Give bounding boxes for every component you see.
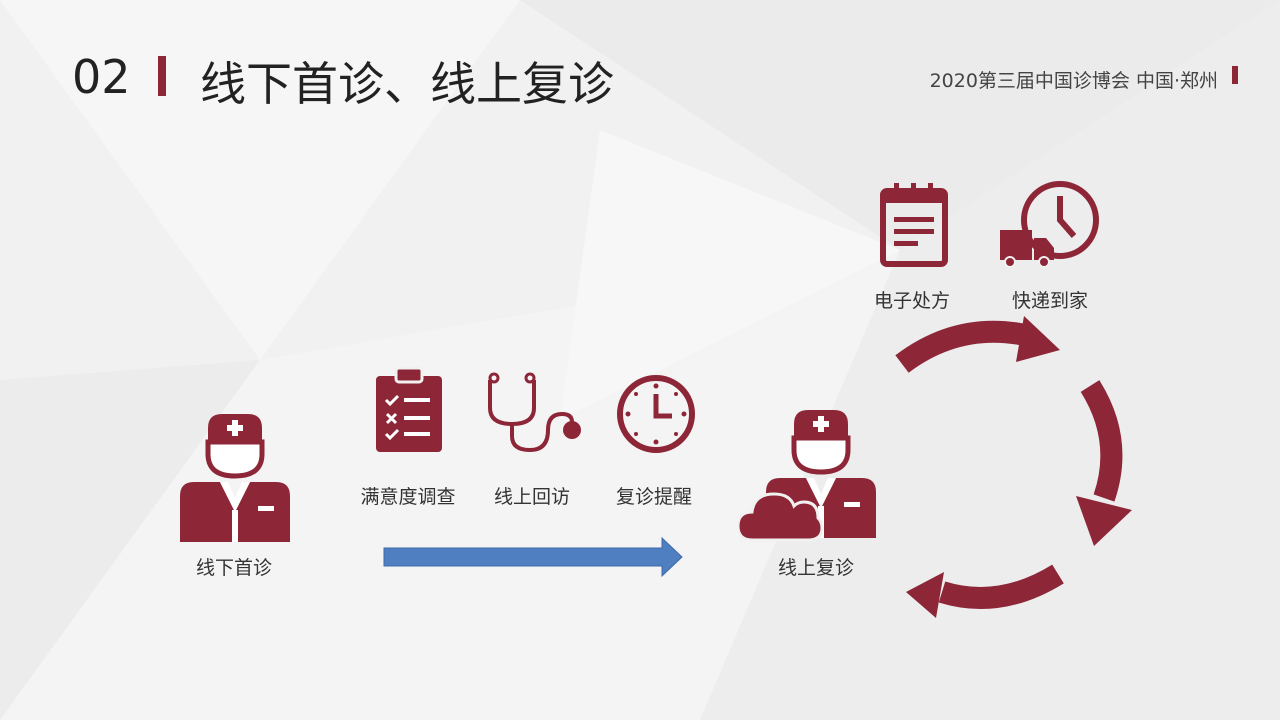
stethoscope-icon <box>488 372 581 453</box>
label-online-revisit: 线上回访 <box>493 486 571 508</box>
section-number: 02 <box>72 50 131 104</box>
clipboard-icon <box>376 366 442 452</box>
event-accent-bar <box>1232 66 1238 84</box>
page-title: 线下首诊、线上复诊 <box>200 57 614 111</box>
label-satisfaction-survey: 满意度调查 <box>360 486 456 508</box>
label-offline-first-visit: 线下首诊 <box>195 557 273 579</box>
title-accent-bar <box>158 56 166 96</box>
cycle-arrows <box>895 316 1132 618</box>
doctor-icon <box>180 414 290 542</box>
label-online-follow-up: 线上复诊 <box>777 557 855 579</box>
label-express-delivery: 快递到家 <box>1011 290 1089 312</box>
delivery-truck-clock-icon <box>1000 181 1099 268</box>
cloud-icon <box>736 492 824 542</box>
flow-arrow <box>383 536 683 578</box>
clock-icon <box>617 375 695 453</box>
label-e-prescription: 电子处方 <box>873 290 951 312</box>
calendar-icon <box>880 183 948 267</box>
label-follow-up-reminder: 复诊提醒 <box>615 486 693 508</box>
event-label: 2020第三届中国诊博会 中国·郑州 <box>929 70 1218 92</box>
